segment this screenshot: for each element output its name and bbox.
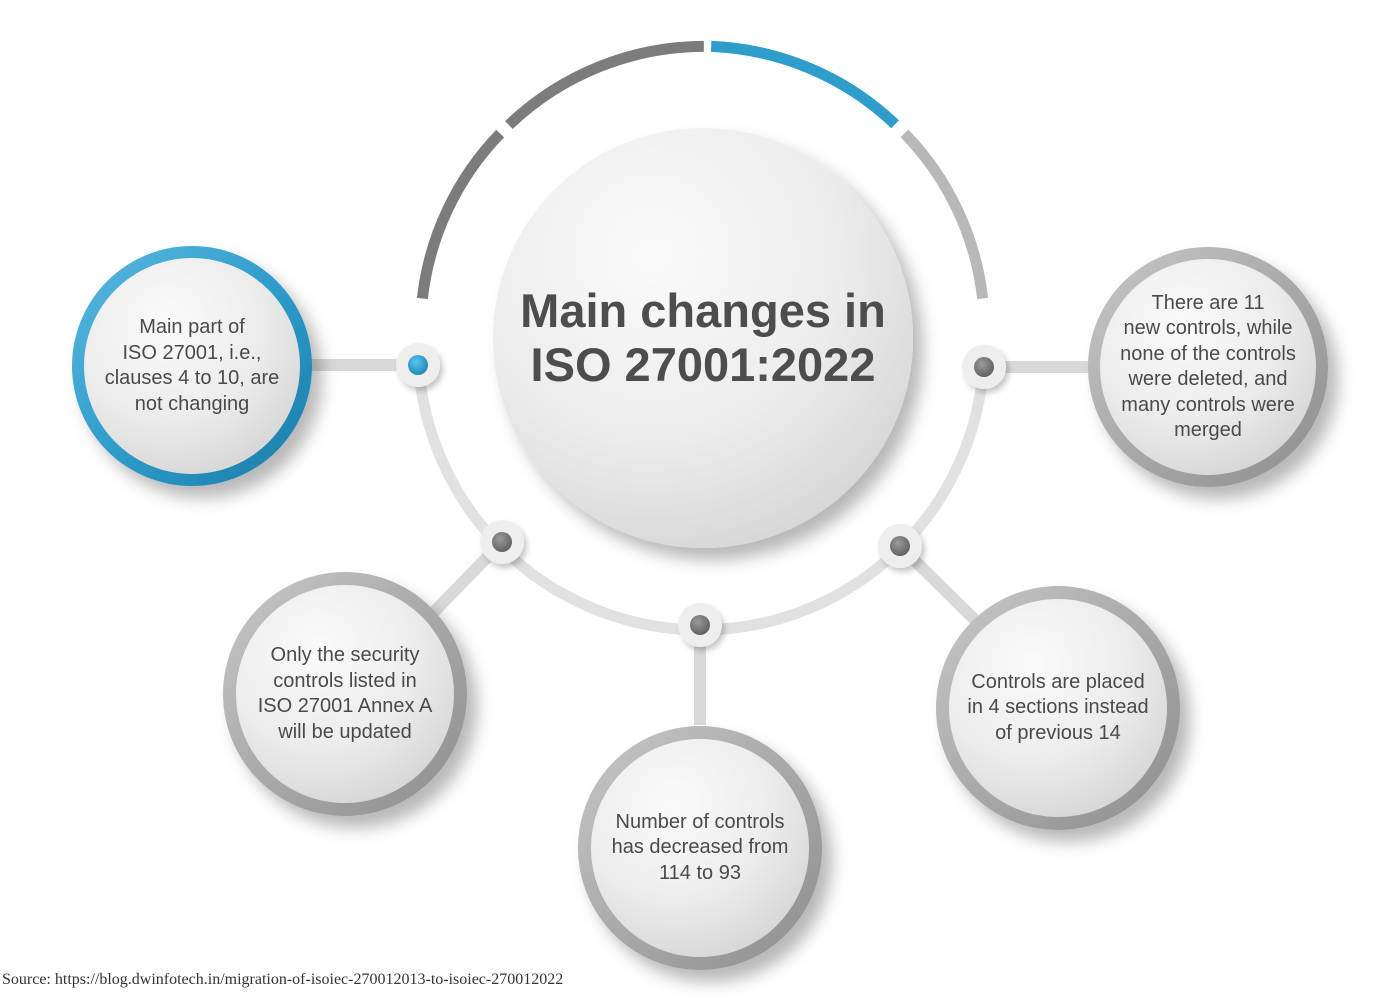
- ring-arc-upper-left: [416, 129, 505, 300]
- node-text-line: clauses 4 to 10, are: [104, 367, 280, 389]
- dot-right: [962, 345, 1006, 389]
- node-new-controls-circle: [1088, 247, 1328, 487]
- dot-left: [396, 343, 440, 387]
- node-unchanged-clauses-text: Main part of ISO 27001, i.e., clauses 4 …: [92, 266, 292, 466]
- node-sections-text: Controls are placed in 4 sections instea…: [958, 608, 1158, 808]
- node-text-line: new controls, while: [1123, 317, 1293, 339]
- ring-arc-top-accent: [710, 40, 899, 129]
- dot-lower-right: [878, 524, 922, 568]
- node-unchanged-clauses-circle: [72, 246, 312, 486]
- node-text-line: Only the security: [270, 644, 420, 666]
- node-text-line: ISO 27001, i.e.,: [122, 341, 262, 364]
- source-label: Source:: [2, 971, 51, 988]
- node-text-line: not changing: [134, 392, 250, 415]
- node-text-line: controls listed in: [273, 669, 417, 692]
- hub-title-line-1: Main changes in: [520, 284, 886, 337]
- node-sections-circle: [936, 586, 1180, 830]
- node-text-line: Number of controls: [615, 810, 785, 833]
- node-annex-a-circle: [223, 572, 467, 816]
- node-text-line: many controls were: [1121, 393, 1295, 416]
- dot-bottom: [678, 603, 722, 647]
- node-annex-a-text: Only the security controls listed in ISO…: [245, 594, 445, 794]
- hub-circle: [493, 128, 913, 548]
- source-url: https://blog.dwinfotech.in/migration-of-…: [54, 971, 564, 988]
- ring-arc-top: [505, 40, 704, 130]
- node-text-line: merged: [1174, 419, 1242, 441]
- node-text-line: has decreased from: [611, 836, 789, 859]
- connector-dots: [396, 343, 1006, 647]
- node-text-line: were deleted, and: [1128, 368, 1288, 390]
- node-text-line: ISO 27001 Annex A: [257, 695, 433, 717]
- node-control-count-text: Number of controls has decreased from 11…: [600, 748, 800, 948]
- node-text-line: in 4 sections instead: [967, 696, 1149, 719]
- node-text-line: none of the controls: [1120, 342, 1296, 365]
- node-text-line: will be updated: [278, 720, 412, 743]
- node-text-line: Main part of: [139, 316, 245, 338]
- dot-lower-left: [480, 520, 524, 564]
- hub-title-line-2: ISO 27001:2022: [530, 338, 876, 391]
- node-text-line: Controls are placed: [971, 670, 1145, 693]
- hub-title: Main changes in ISO 27001:2022: [497, 268, 909, 408]
- node-control-count-circle: [578, 726, 822, 970]
- node-text-line: There are 11: [1151, 291, 1265, 314]
- node-new-controls-text: There are 11 new controls, while none of…: [1108, 267, 1308, 467]
- source-credit: Source: https://blog.dwinfotech.in/migra…: [2, 971, 563, 989]
- node-text-line: 114 to 93: [659, 861, 741, 884]
- ring-arc-upper-right: [900, 129, 989, 300]
- node-text-line: of previous 14: [995, 721, 1121, 744]
